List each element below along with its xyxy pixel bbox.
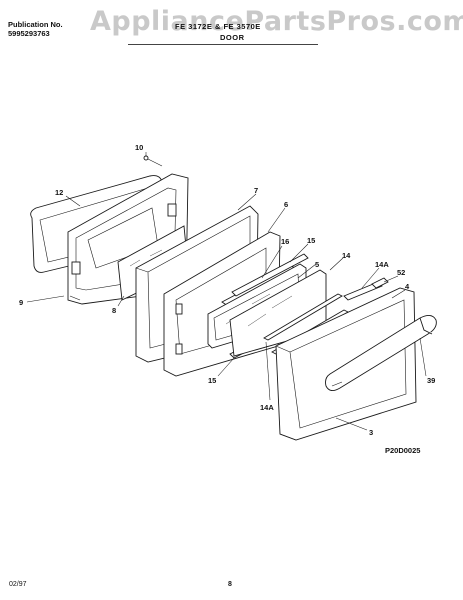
section-title: DOOR	[220, 33, 245, 42]
callout-52: 52	[397, 268, 405, 277]
bracket	[371, 277, 389, 289]
callout-10: 10	[135, 143, 143, 152]
callout-4: 4	[405, 282, 410, 291]
callout-9: 9	[19, 298, 23, 307]
callout-3: 3	[369, 428, 373, 437]
callout-6: 6	[284, 200, 288, 209]
publication-number: 5995293763	[8, 29, 50, 38]
callout-15-top: 15	[307, 236, 315, 245]
header-rule	[128, 44, 318, 45]
callout-8: 8	[112, 306, 116, 315]
door-handle	[325, 315, 437, 391]
callout-5: 5	[315, 260, 319, 269]
watermark: AppliancePartsPros.com	[90, 6, 463, 37]
callout-14a-bottom: 14A	[260, 403, 274, 412]
leader-lines	[26, 152, 427, 431]
callout-15-bottom: 15	[208, 376, 216, 385]
publication-label: Publication No.	[8, 20, 63, 29]
callout-16: 16	[281, 237, 289, 246]
callout-7: 7	[254, 186, 258, 195]
callout-39: 39	[427, 376, 435, 385]
publication-date: 02/97	[9, 581, 27, 588]
callout-12: 12	[55, 188, 63, 197]
page-number: 8	[228, 581, 232, 588]
callout-14a-top: 14A	[375, 260, 389, 269]
callout-labels: 10 12 7 6 16 15 5 14 14A 52 4 9 8 15 14A…	[19, 143, 435, 437]
callout-14: 14	[342, 251, 351, 260]
screw	[143, 155, 163, 167]
model-number: FE 3172E & FE 3570E	[175, 22, 261, 31]
diagram-code: P20D0025	[385, 446, 421, 455]
